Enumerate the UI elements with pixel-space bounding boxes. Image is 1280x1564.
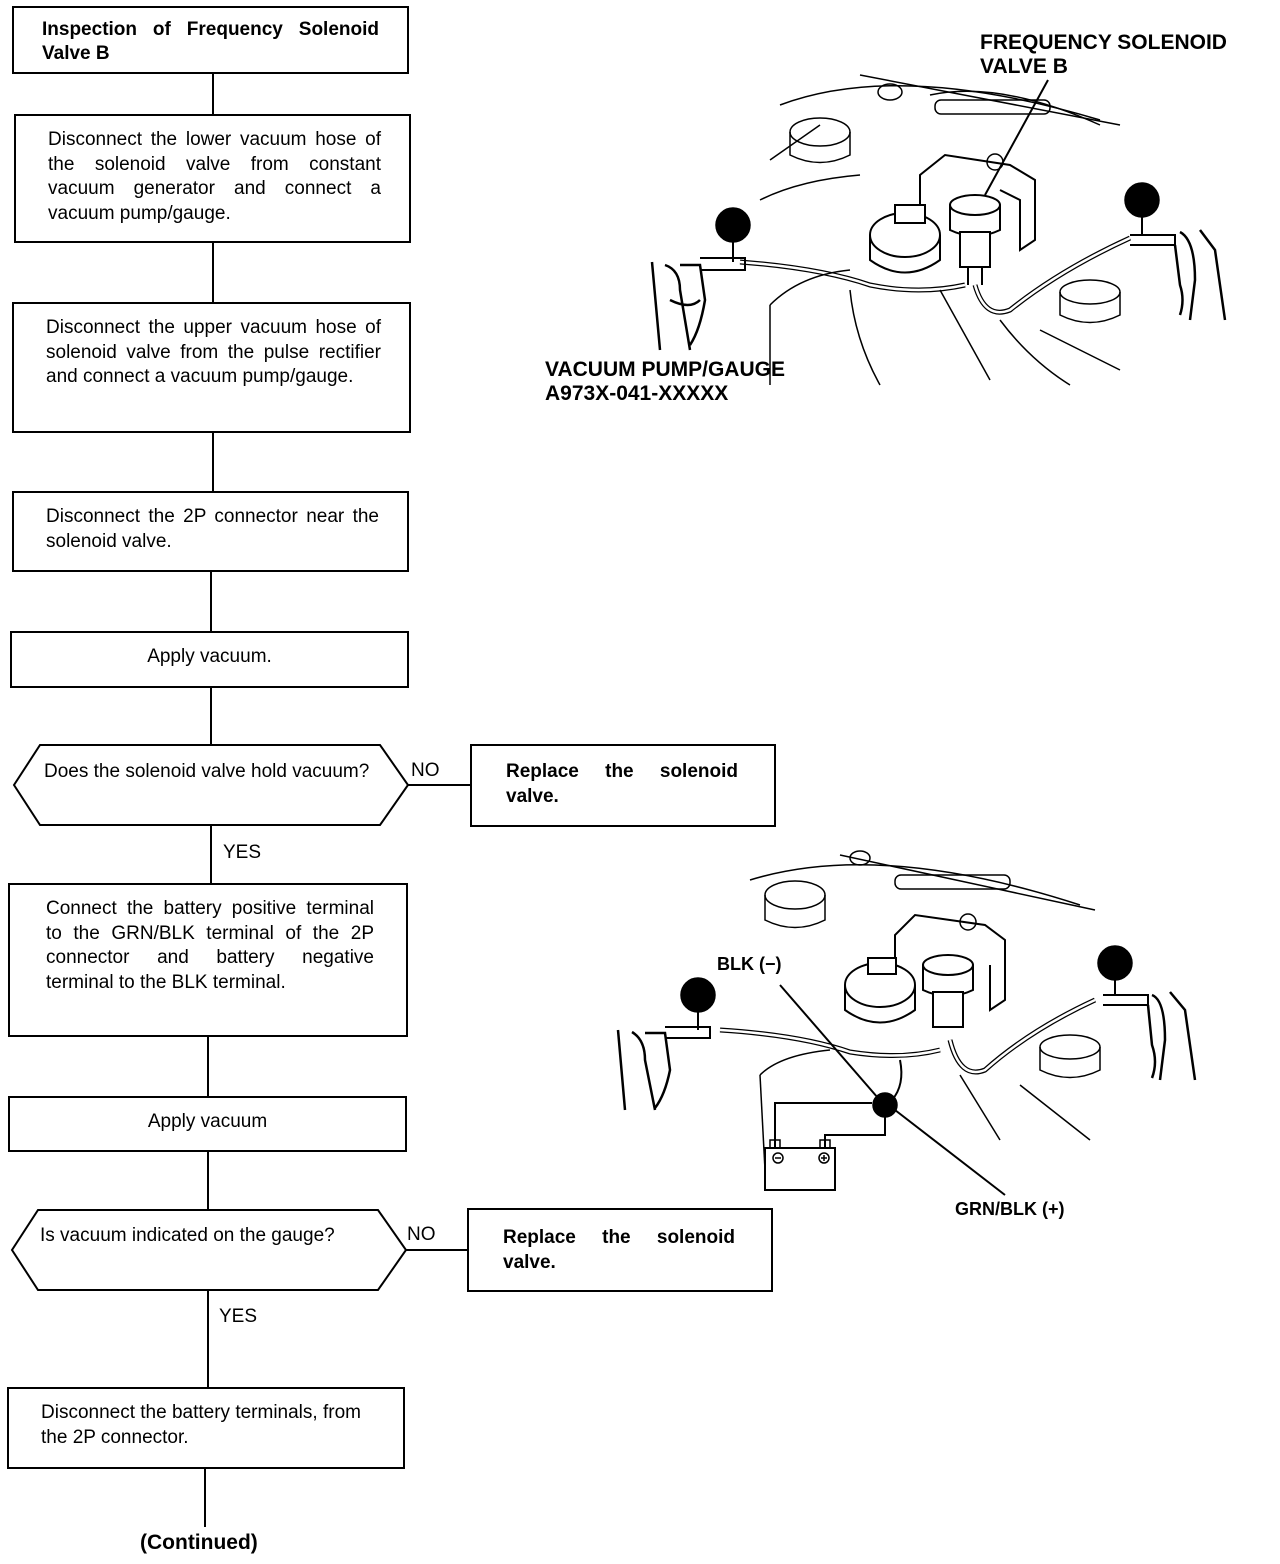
decision-2-no-label: NO bbox=[407, 1224, 436, 1245]
step-box-7: Disconnect the battery terminals, from t… bbox=[7, 1387, 405, 1469]
step-box-1: Disconnect the lower vacuum hose of the … bbox=[14, 114, 411, 243]
step-text-2: Disconnect the upper vacuum hose of sole… bbox=[46, 317, 381, 387]
decision-1-no-label: NO bbox=[411, 760, 440, 781]
decision-shape-2 bbox=[10, 1209, 408, 1291]
step-box-2: Disconnect the upper vacuum hose of sole… bbox=[12, 302, 411, 433]
step-text-7: Disconnect the battery terminals, from t… bbox=[41, 1402, 361, 1448]
flow-connectors bbox=[204, 73, 471, 1527]
action-box-1: Replace the solenoid valve. bbox=[470, 744, 776, 827]
step-text-6: Apply vacuum bbox=[147, 1111, 268, 1132]
blk-callout: BLK (−) bbox=[717, 954, 782, 974]
step-box-5: Connect the battery positive terminal to… bbox=[8, 883, 408, 1037]
valve-callout-line2: VALVE B bbox=[980, 55, 1068, 78]
step-text-4: Apply vacuum. bbox=[147, 646, 272, 667]
pump-callout-line2: A973X-041-XXXXX bbox=[545, 382, 729, 405]
step-box-3: Disconnect the 2P connector near the sol… bbox=[12, 491, 409, 572]
action-text-2: Replace the solenoid valve. bbox=[503, 1227, 735, 1273]
action-box-2: Replace the solenoid valve. bbox=[467, 1208, 773, 1292]
step-text-1: Disconnect the lower vacuum hose of the … bbox=[48, 129, 381, 224]
decision-1-yes-label: YES bbox=[223, 842, 262, 863]
valve-callout-line1: FREQUENCY SOLENOID bbox=[980, 31, 1227, 54]
decision-shape-1 bbox=[12, 744, 410, 826]
title-box: Inspection of Frequency Solenoid Valve B bbox=[12, 6, 409, 74]
step-text-3: Disconnect the 2P connector near the sol… bbox=[46, 506, 379, 552]
step-box-4: Apply vacuum. bbox=[10, 631, 409, 688]
step-box-6: Apply vacuum bbox=[8, 1096, 407, 1152]
decision-text-1: Does the solenoid valve hold vacuum? bbox=[44, 761, 370, 782]
pump-callout-line1: VACUUM PUMP/GAUGE bbox=[545, 358, 785, 381]
grn-blk-callout: GRN/BLK (+) bbox=[955, 1199, 1065, 1219]
step-text-5: Connect the battery positive terminal to… bbox=[46, 898, 374, 993]
engine-illustration-bottom bbox=[616, 850, 1197, 1196]
continued-label: (Continued) bbox=[140, 1531, 258, 1554]
action-text-1: Replace the solenoid valve. bbox=[506, 761, 738, 807]
decision-text-2: Is vacuum indicated on the gauge? bbox=[40, 1225, 335, 1246]
engine-illustration-top bbox=[650, 74, 1227, 386]
title-text: Inspection of Frequency Solenoid Valve B bbox=[42, 19, 379, 64]
decision-2-yes-label: YES bbox=[219, 1306, 258, 1327]
